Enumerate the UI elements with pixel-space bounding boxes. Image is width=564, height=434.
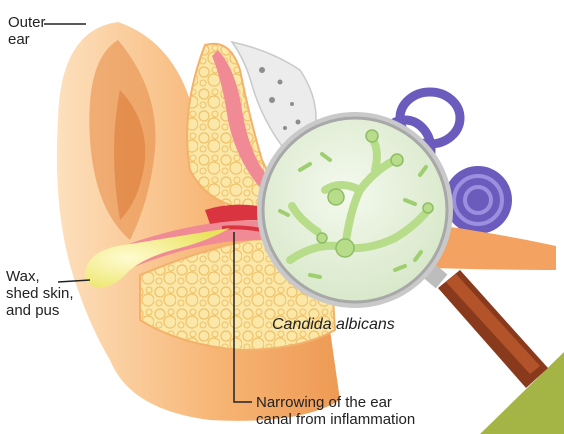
wax-label-line2: shed skin,: [6, 285, 74, 302]
magnifier-handle: [421, 262, 548, 388]
outer-ear-label: Outer ear: [8, 14, 46, 48]
narrowing-label: Narrowing of the ear canal from inflamma…: [256, 394, 415, 428]
outer-ear-label-line1: Outer: [8, 14, 46, 31]
narrowing-label-line1: Narrowing of the ear: [256, 394, 415, 411]
wax-label-line3: and pus: [6, 302, 74, 319]
narrowing-label-line2: canal from inflammation: [256, 411, 415, 428]
outer-ear-label-line2: ear: [8, 31, 46, 48]
magnifier-lens: [257, 112, 453, 308]
wax-label-line1: Wax,: [6, 268, 74, 285]
wax-label: Wax, shed skin, and pus: [6, 268, 74, 319]
organism-label: Candida albicans: [272, 316, 395, 333]
